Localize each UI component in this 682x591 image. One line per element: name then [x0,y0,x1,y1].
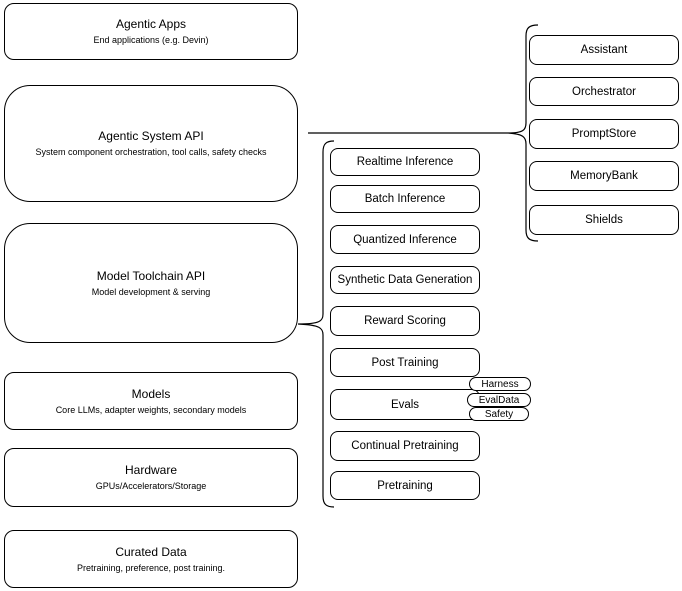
box-hardware: Hardware GPUs/Accelerators/Storage [4,448,298,507]
node-promptstore: PromptStore [529,119,679,149]
brace-toolchain-components [297,140,335,508]
node-realtime-inference: Realtime Inference [330,148,480,176]
box-curated-data-title: Curated Data [115,544,187,559]
box-agentic-apps: Agentic Apps End applications (e.g. Devi… [4,3,298,60]
node-orchestrator: Orchestrator [529,77,679,106]
box-agentic-system-api-title: Agentic System API [98,129,204,143]
box-models-subtitle: Core LLMs, adapter weights, secondary mo… [55,404,247,415]
node-shields: Shields [529,205,679,235]
box-model-toolchain-api-title: Model Toolchain API [96,268,206,283]
box-models: Models Core LLMs, adapter weights, secon… [4,372,298,430]
tag-safety: Safety [469,407,529,421]
box-model-toolchain-api-subtitle: Model development & serving [91,286,211,297]
box-curated-data-subtitle: Pretraining, preference, post training. [76,562,226,573]
node-reward-scoring: Reward Scoring [330,306,480,336]
tag-harness: Harness [469,377,531,391]
tag-evaldata: EvalData [467,393,531,407]
box-model-toolchain-api: Model Toolchain API Model development & … [4,223,298,343]
node-assistant: Assistant [529,35,679,65]
node-continual-pretraining: Continual Pretraining [330,431,480,461]
box-agentic-apps-subtitle: End applications (e.g. Devin) [93,35,209,45]
node-synthetic-data-generation: Synthetic Data Generation [330,266,480,294]
node-evals: Evals [330,389,480,420]
brace-system-components [507,24,539,242]
node-quantized-inference: Quantized Inference [330,225,480,254]
node-post-training: Post Training [330,348,480,377]
box-agentic-system-api: Agentic System API System component orch… [4,85,298,202]
box-agentic-apps-title: Agentic Apps [115,17,187,31]
node-batch-inference: Batch Inference [330,185,480,213]
box-hardware-subtitle: GPUs/Accelerators/Storage [95,481,207,491]
box-curated-data: Curated Data Pretraining, preference, po… [4,530,298,588]
box-agentic-system-api-subtitle: System component orchestration, tool cal… [35,147,267,157]
box-models-title: Models [131,386,171,401]
box-hardware-title: Hardware [124,463,178,477]
node-memorybank: MemoryBank [529,161,679,191]
node-pretraining: Pretraining [330,471,480,500]
